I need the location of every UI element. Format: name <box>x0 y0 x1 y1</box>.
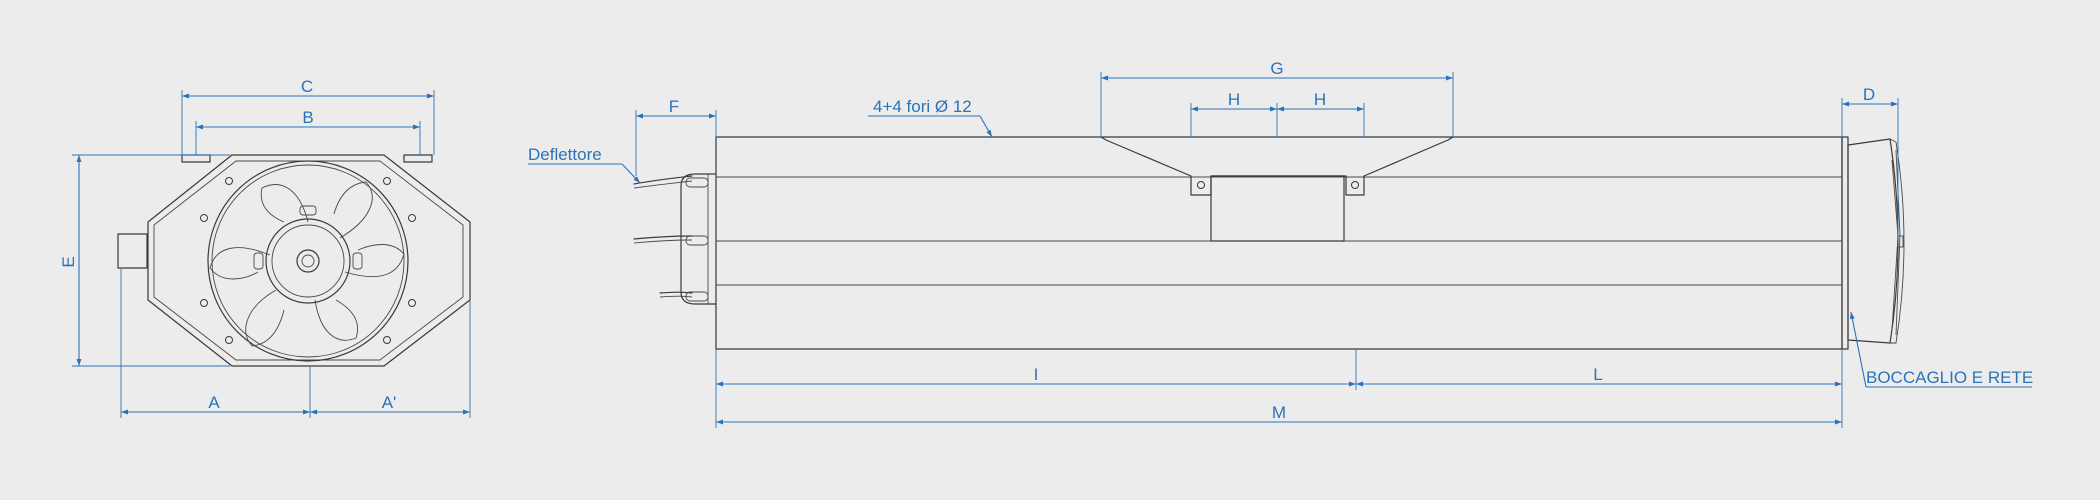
deflector-leader <box>621 163 641 184</box>
dimension-label-e: E <box>59 256 78 267</box>
holes-annotation: 4+4 fori Ø 12 <box>873 97 972 116</box>
side-top-bracket <box>1100 136 1454 196</box>
motor-hub-outer <box>265 218 351 304</box>
nozzle-tab <box>1897 235 1904 248</box>
side-body-outline <box>715 136 1843 350</box>
dimension-label-m: M <box>1272 403 1286 422</box>
motor-tab-top <box>299 205 317 216</box>
fan-blades <box>209 181 405 347</box>
dimension-label-h-2: H <box>1314 90 1326 109</box>
dimension-label-g: G <box>1270 59 1283 78</box>
dimension-label-b: B <box>302 108 313 127</box>
dimension-label-a-prime: A' <box>382 393 397 412</box>
dimension-label-a: A <box>208 393 220 412</box>
side-center-box <box>1210 175 1345 242</box>
dimension-label-c: C <box>301 77 313 96</box>
fan-ring-outer <box>207 160 409 362</box>
motor-hub-mid <box>271 224 345 298</box>
front-left-stub <box>117 233 148 269</box>
dimension-label-f: F <box>669 97 679 116</box>
bracket-hole-right <box>1351 181 1359 189</box>
motor-hub-core <box>301 254 315 268</box>
deflector-plate <box>680 173 717 305</box>
front-top-tab-left <box>181 154 211 163</box>
deflector-hinges <box>685 177 709 302</box>
nozzle-ring <box>1841 136 1849 350</box>
deflector-annotation: Deflettore <box>528 145 602 164</box>
nozzle-body <box>1847 138 1899 344</box>
front-housing-inner <box>153 160 464 361</box>
deflector-blades <box>633 175 693 298</box>
fan-ring-inner <box>211 164 405 358</box>
dimension-label-d: D <box>1863 85 1875 104</box>
side-view: F G H H D I L M 4+4 fori Ø 12 <box>528 59 2033 428</box>
front-view: C B E A A' <box>59 77 471 418</box>
motor-tab-left <box>253 252 264 270</box>
motor-hub-shaft <box>296 249 320 273</box>
front-top-tab-right <box>403 154 433 163</box>
nozzle-leader <box>1849 311 1867 388</box>
dimension-label-i: I <box>1034 365 1039 384</box>
holes-leader <box>979 115 993 138</box>
front-housing-outline <box>147 154 471 367</box>
bracket-hole-left <box>1197 181 1205 189</box>
front-fixing-holes <box>200 177 416 344</box>
dimension-label-h-1: H <box>1228 90 1240 109</box>
nozzle-annotation: BOCCAGLIO E RETE <box>1866 368 2033 387</box>
motor-tab-right <box>352 252 363 270</box>
dimension-label-l: L <box>1593 365 1602 384</box>
